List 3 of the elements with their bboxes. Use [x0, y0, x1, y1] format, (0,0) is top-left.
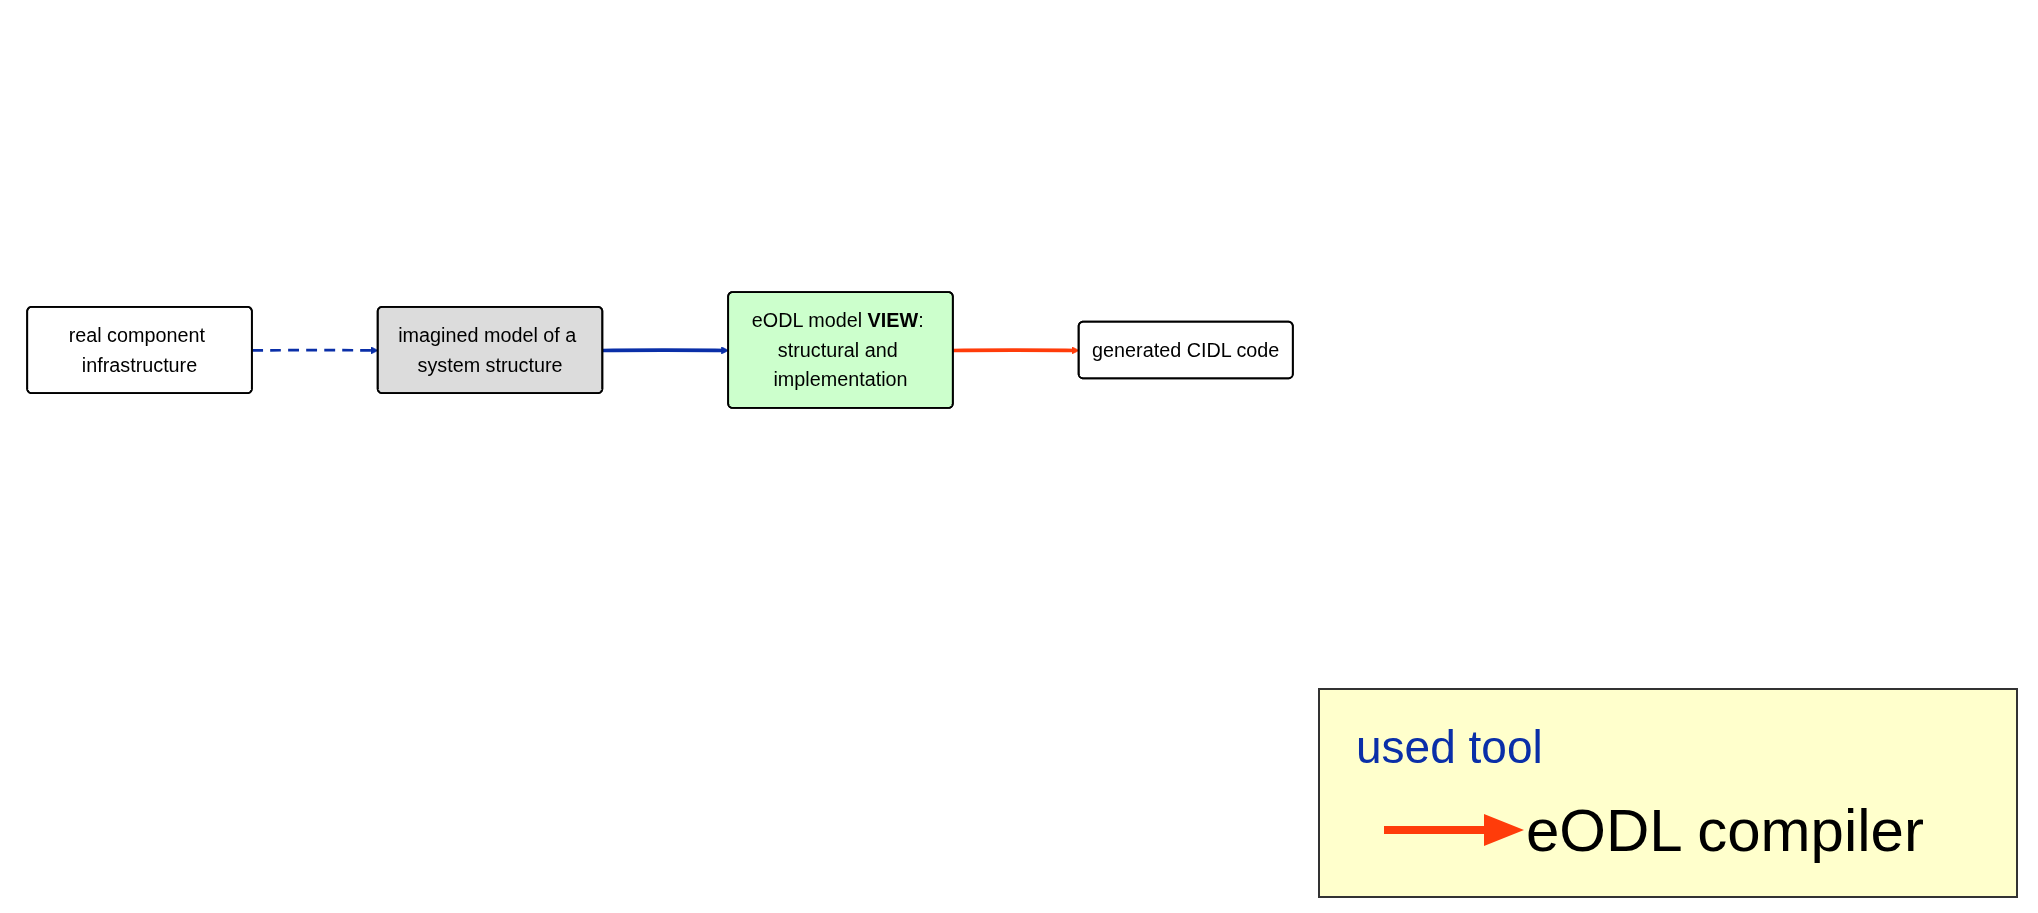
arrow — [602, 346, 729, 355]
legend-title: used tool — [1356, 720, 1543, 774]
legend-label: eODL compiler — [1526, 796, 1924, 865]
